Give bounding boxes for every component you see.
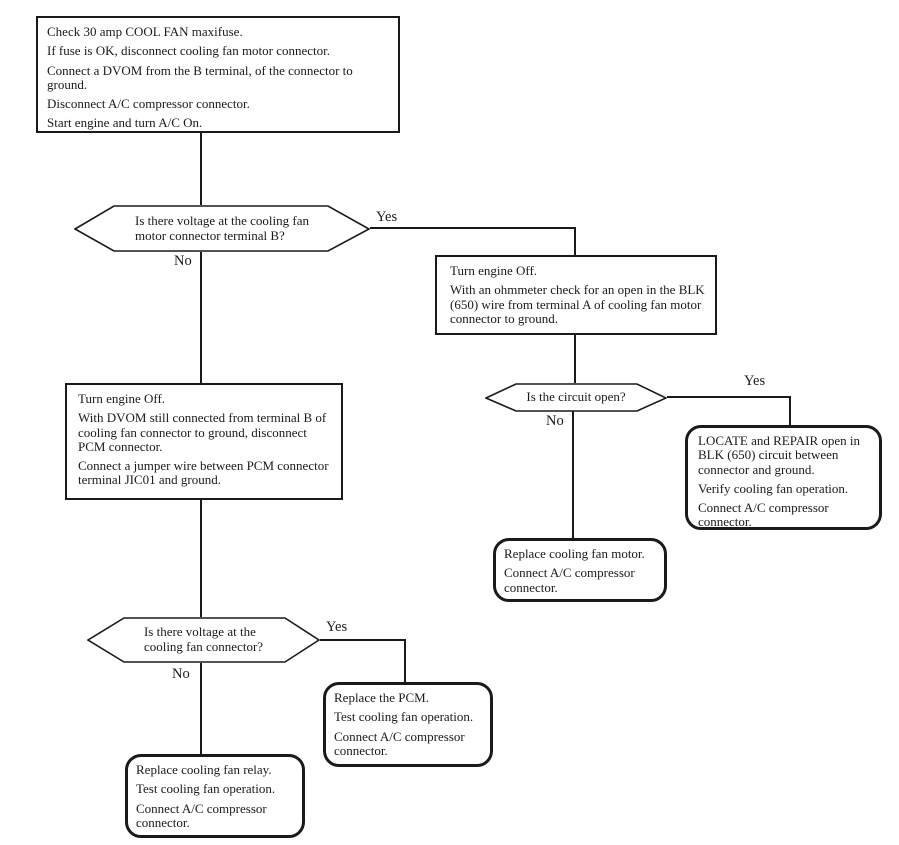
connector-decision2-yes-horizontal <box>667 396 791 398</box>
branch-label-yes-1: Yes <box>376 209 398 225</box>
branch-label-no-1: No <box>174 253 192 269</box>
branch-label-yes-3: Yes <box>326 619 348 635</box>
connector-decision1-no-vertical <box>200 252 202 383</box>
decision-hexagon-outline <box>87 617 320 663</box>
connector-start-to-decision1 <box>200 133 202 205</box>
connector-decision3-yes-vertical <box>404 639 406 682</box>
branch-label-yes-2: Yes <box>744 373 766 389</box>
connector-decision2-no-vertical <box>572 411 574 538</box>
ohmmeter-check-box: Turn engine Off.With an ohmmeter check f… <box>435 255 717 335</box>
decision-hexagon-outline <box>74 205 370 252</box>
connector-ohmmeter-to-decision2 <box>574 335 576 383</box>
connector-decision3-no-vertical <box>200 663 202 754</box>
connector-decision2-yes-vertical <box>789 396 791 426</box>
replace-fan-relay-terminal: Replace cooling fan relay.Test cooling f… <box>125 754 305 838</box>
decision-circuit-open-text: Is the circuit open? <box>526 389 626 405</box>
branch-label-no-2: No <box>546 413 564 429</box>
replace-pcm-terminal: Replace the PCM.Test cooling fan operati… <box>323 682 493 767</box>
decision-circuit-open: Is the circuit open? <box>485 383 667 412</box>
jumper-wire-box: Turn engine Off.With DVOM still connecte… <box>65 383 343 500</box>
branch-label-no-3: No <box>172 666 190 682</box>
connector-decision1-yes-horizontal <box>370 227 576 229</box>
replace-fan-motor-terminal: Replace cooling fan motor.Connect A/C co… <box>493 538 667 602</box>
start-box: Check 30 amp COOL FAN maxifuse.If fuse i… <box>36 16 400 133</box>
locate-repair-terminal: LOCATE and REPAIR open in BLK (650) circ… <box>685 425 882 530</box>
connector-decision1-yes-vertical <box>574 227 576 256</box>
decision-hexagon-outline <box>485 383 667 412</box>
connector-decision3-yes-horizontal <box>320 639 406 641</box>
connector-jumper-to-decision3 <box>200 500 202 617</box>
